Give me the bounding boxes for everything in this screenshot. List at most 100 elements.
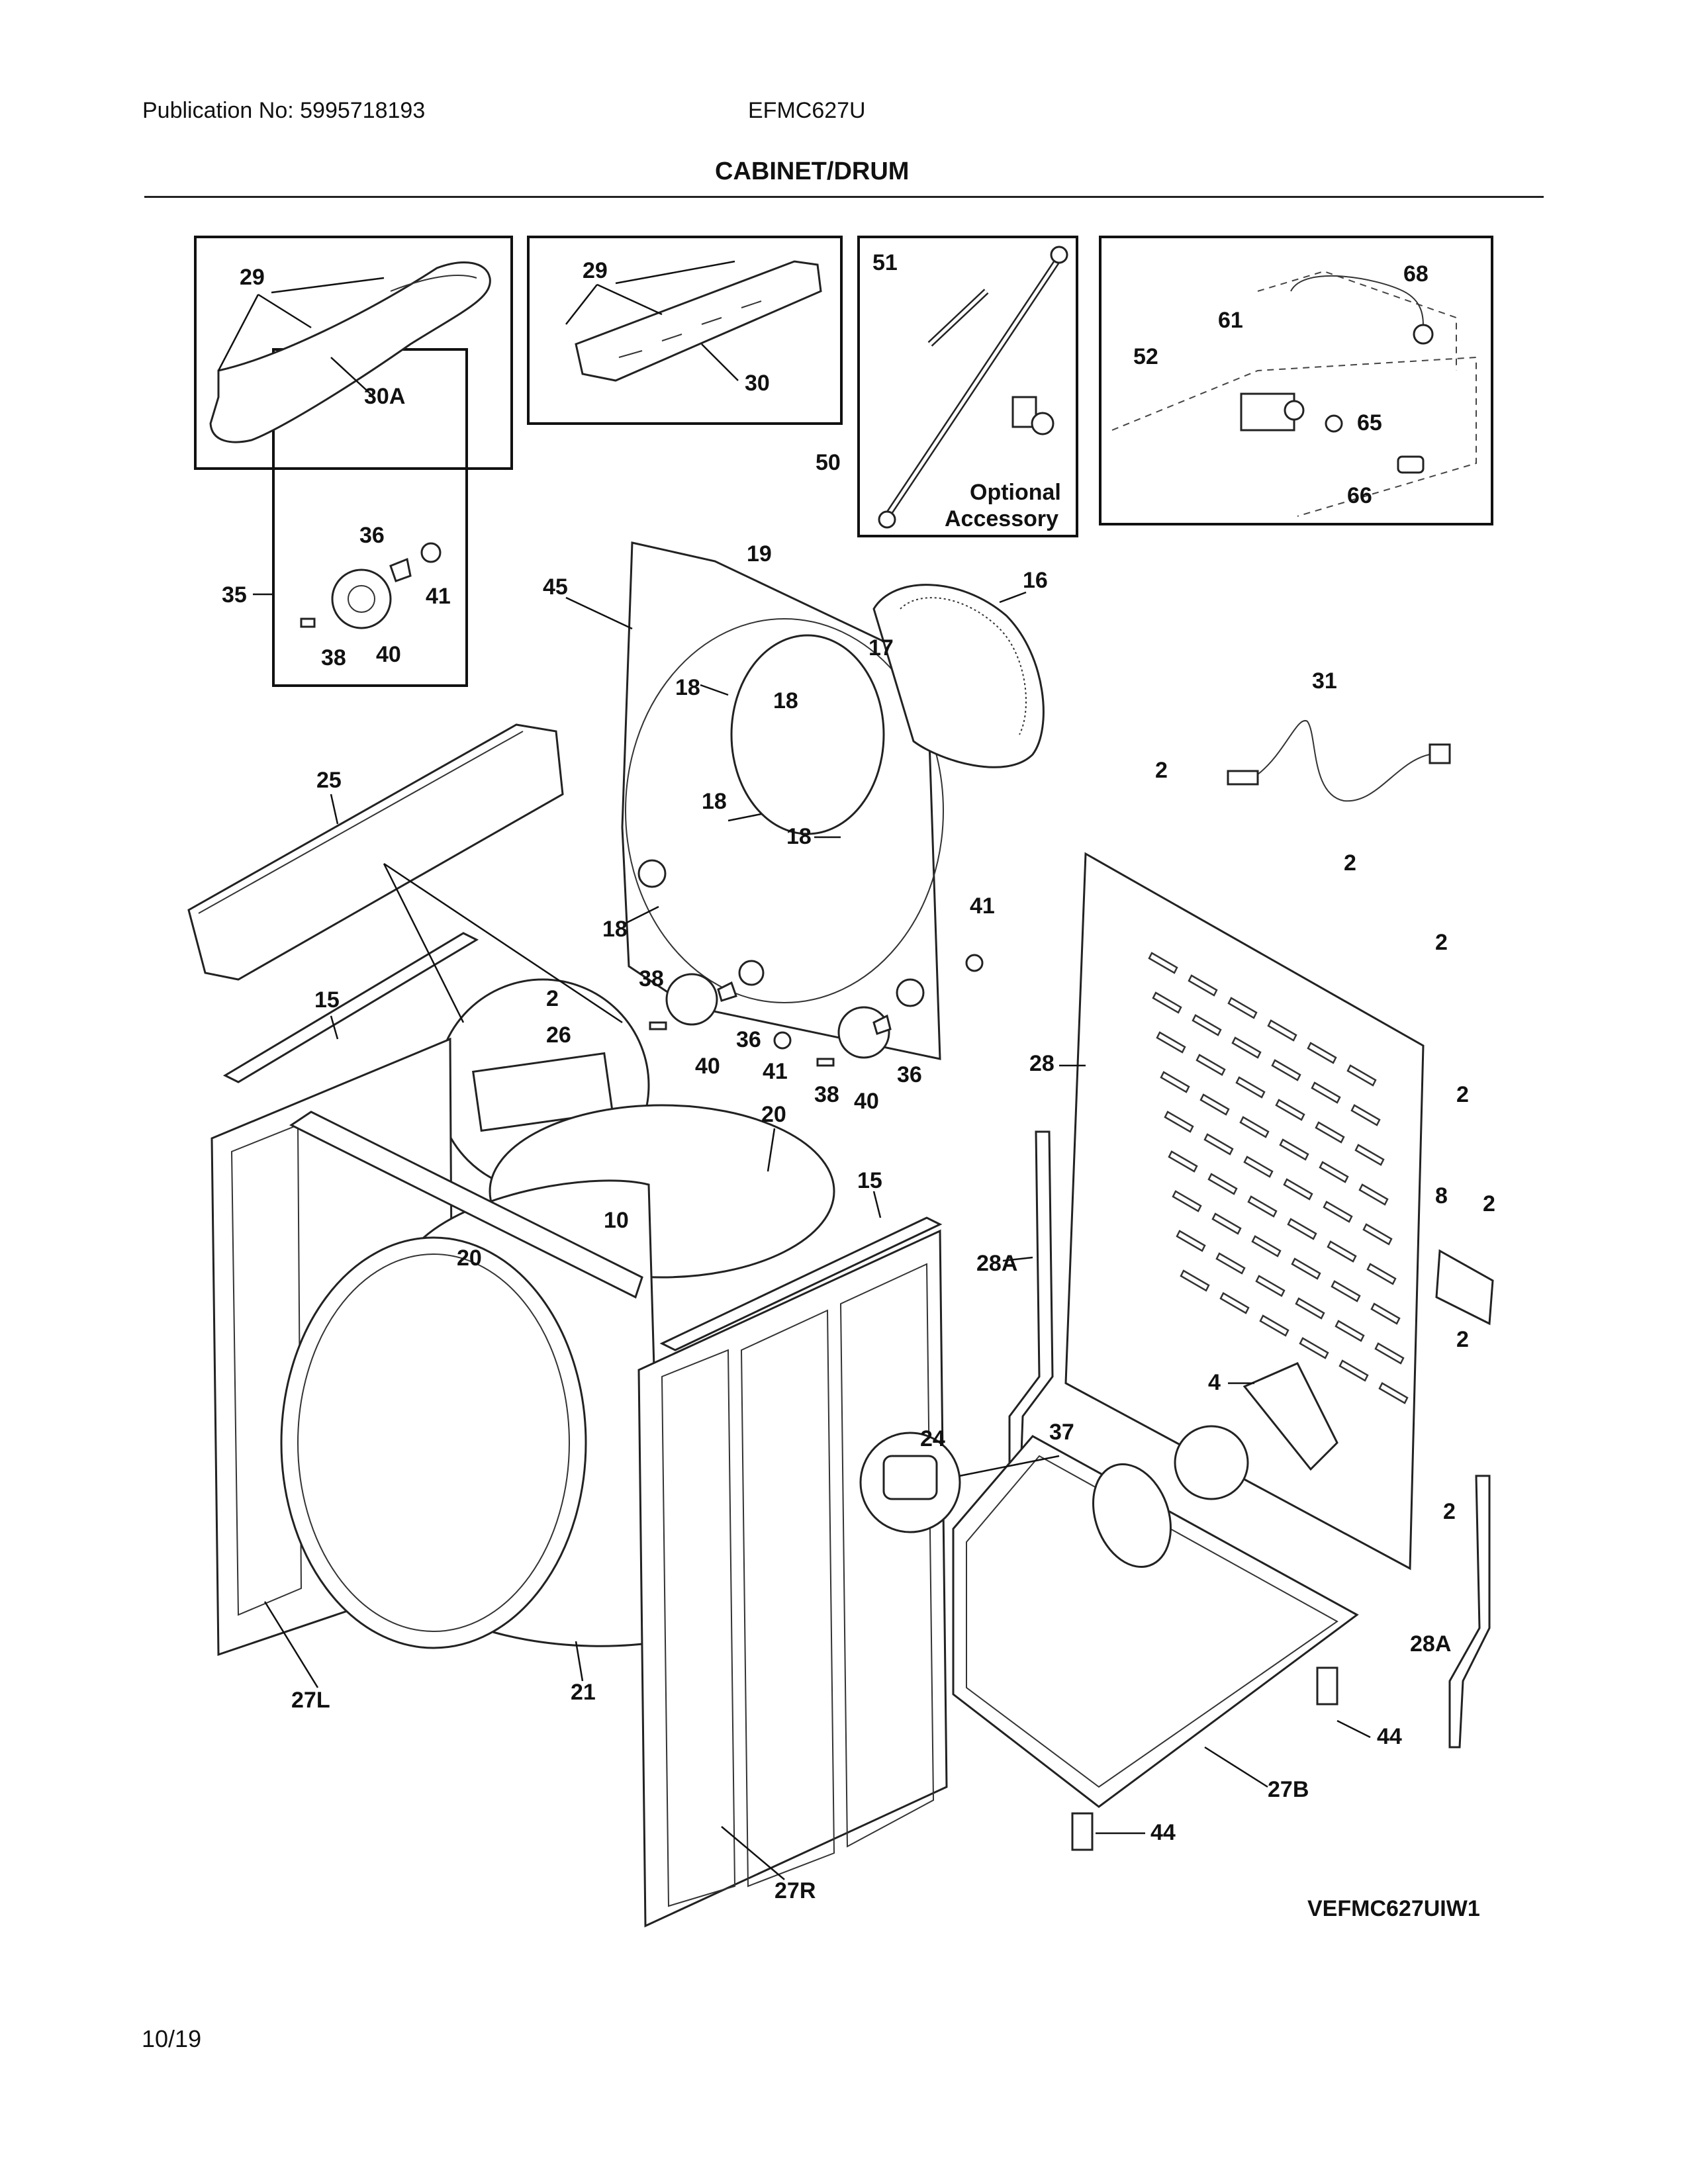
part-25-bracket [187,723,564,981]
callout-20: 20 [457,1246,482,1271]
part-35-pulley [300,542,442,629]
part-51-hoses [878,246,1068,529]
vent-slot [1227,997,1258,1019]
vent-slot [1192,1014,1222,1036]
callout-18: 18 [773,688,798,713]
vent-slot [1239,1116,1270,1138]
callout-2: 2 [1456,1082,1469,1107]
callout-44: 44 [1377,1724,1402,1749]
part-30 [575,260,822,382]
vent-slot [1358,1183,1389,1206]
callout-18: 18 [675,675,700,700]
detail-24-cover [859,1432,1060,1533]
callout-27R: 27R [774,1878,816,1903]
section-title: CABINET/DRUM [715,158,910,185]
callout-20: 20 [761,1102,786,1127]
vent-slot [1196,1054,1226,1076]
part-27B-base [952,1435,1359,1808]
vent-slot [1160,1071,1190,1093]
callout-29: 29 [240,265,265,290]
callout-17: 17 [868,635,894,660]
vent-slot [1287,1218,1317,1240]
callout-30: 30 [745,371,770,396]
vent-slot [1199,1093,1230,1116]
vent-slot [1291,1257,1321,1280]
inset-box-30 [527,236,843,425]
vent-slot [1148,952,1178,974]
callout-38: 38 [814,1082,839,1107]
vent-slot [1168,1150,1198,1173]
vent-slot [1362,1223,1393,1246]
callout-15: 15 [857,1168,882,1193]
callout-16: 16 [1023,568,1048,593]
inset-box-valve [1099,236,1493,525]
callout-52: 52 [1133,344,1158,369]
callout-28A: 28A [1410,1631,1451,1657]
callout-21: 21 [571,1680,596,1705]
vent-slot [1366,1263,1397,1285]
vent-slot [1283,1178,1313,1201]
callout-19: 19 [747,541,772,567]
vent-slot [1275,1099,1305,1121]
part-15-left-rail [222,932,479,1083]
callout-28A: 28A [976,1251,1017,1276]
vent-slot [1231,1036,1262,1059]
part-30A [209,261,491,443]
vent-slot [1307,1042,1337,1064]
callout-31: 31 [1312,668,1337,694]
callout-10: 10 [604,1208,629,1233]
callout-41: 41 [426,584,451,609]
callout-66: 66 [1347,483,1372,508]
part-10-front-bracket [289,1111,643,1299]
callout-18: 18 [702,789,727,814]
vent-slot [1374,1342,1405,1365]
callout-2: 2 [1483,1191,1495,1216]
callout-37: 37 [1049,1420,1074,1445]
callout-29: 29 [583,258,608,283]
part-21-drum [280,1104,835,1649]
part-mid-pulleys [649,954,984,1067]
vent-slot [1188,974,1218,997]
callout-40: 40 [376,642,401,667]
vent-slot [1235,1076,1266,1099]
part-15-right-rail [659,1216,943,1351]
vent-slot [1299,1337,1329,1359]
inset-optional-line1: Optional [970,480,1061,505]
vent-slot [1211,1212,1242,1235]
part-16-lint-screen [872,584,1045,768]
vent-slot [1207,1173,1238,1195]
callout-25: 25 [316,768,342,793]
vent-slot [1176,1230,1206,1252]
callout-68: 68 [1403,261,1429,287]
inset-box-optional-accessory [857,236,1078,537]
callout-4: 4 [1208,1370,1221,1395]
callout-18: 18 [786,824,812,849]
vent-slot [1295,1297,1325,1320]
part-31-power-cord [1227,719,1451,802]
back-panel-vents [1148,952,1409,1404]
vent-slot [1203,1133,1234,1156]
callout-35: 35 [222,582,247,608]
figure-id: VEFMC627UIW1 [1307,1896,1480,1921]
callout-28: 28 [1029,1051,1055,1076]
vent-slot [1243,1156,1274,1178]
publication-number: Publication No: 5995718193 [142,98,426,123]
callout-61: 61 [1218,308,1243,333]
callout-40: 40 [695,1054,720,1079]
vent-slot [1346,1064,1377,1087]
callout-2: 2 [1456,1327,1469,1352]
vent-slot [1338,1359,1369,1382]
callout-2: 2 [1344,850,1356,876]
vent-slot [1350,1104,1381,1126]
callout-27B: 27B [1268,1777,1309,1802]
callout-8: 8 [1435,1183,1448,1208]
part-valve-assembly [1111,270,1477,517]
callout-2: 2 [1155,758,1168,783]
leader-30 [565,260,739,381]
vent-slot [1152,991,1182,1014]
vent-slot [1172,1190,1202,1212]
vent-slot [1323,1201,1353,1223]
callout-labels: 29 30A 29 30 51 68 61 52 65 66 Optional … [222,250,1495,1921]
part-37-seal [1092,1463,1172,1568]
